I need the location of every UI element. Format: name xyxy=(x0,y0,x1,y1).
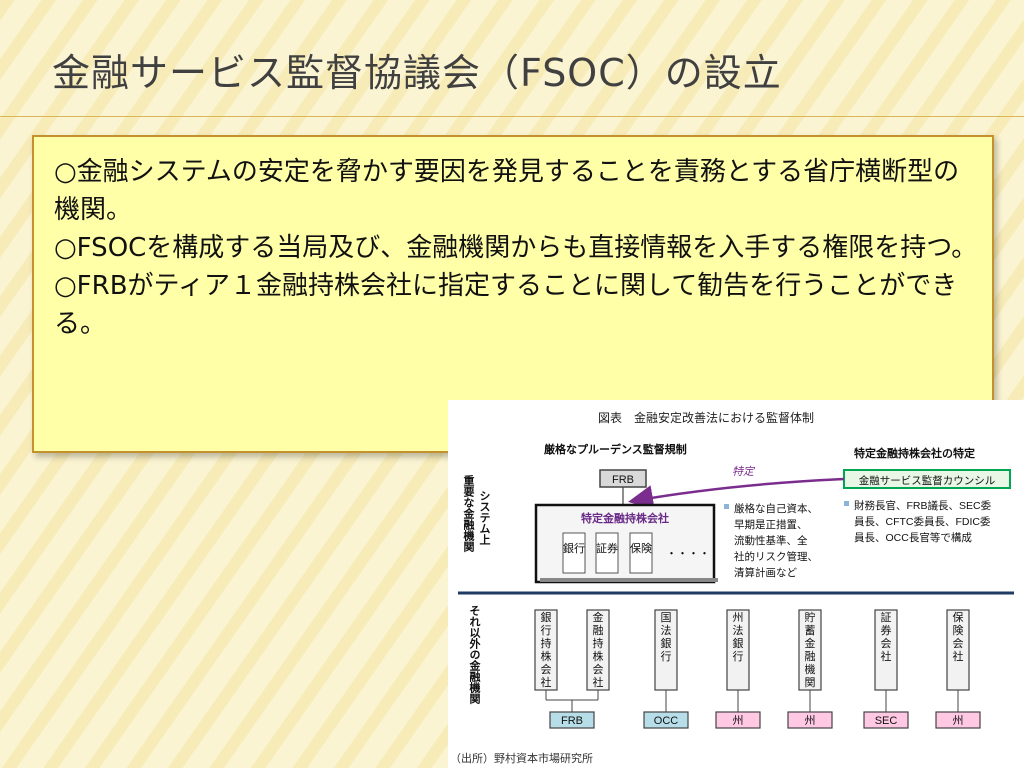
systemic-label-b: システム上 xyxy=(478,490,491,545)
institution-name: 証券会社 xyxy=(881,611,892,663)
systemic-label-a: 重要な金融機関 xyxy=(462,474,476,553)
designate-arrow xyxy=(628,477,845,510)
rules-bullet xyxy=(724,504,729,509)
institution-name: 国法銀行 xyxy=(661,611,672,663)
sifi-unit-securities: 証券 xyxy=(596,541,618,555)
specific-label: 特定金融持株会社の特定 xyxy=(854,446,975,460)
diagram-canvas: 図表 金融安定改善法における監督体制 厳格なプルーデンス監督規制 特定金融持株会… xyxy=(450,410,1014,765)
sifi-box-shadow xyxy=(540,578,718,582)
regulator-label: OCC xyxy=(654,715,679,727)
sifi-ellipsis: ・・・・ xyxy=(666,548,710,560)
supervision-diagram: 図表 金融安定改善法における監督体制 厳格なプルーデンス監督規制 特定金融持株会… xyxy=(448,400,1024,768)
regulator-label: 州 xyxy=(953,715,964,727)
members-text: 財務長官、FRB議長、SEC委 員長、CFTC委員長、FDIC委 員長、OCC長… xyxy=(854,499,994,544)
regulator-label: 州 xyxy=(733,715,744,727)
sifi-unit-bank: 銀行 xyxy=(563,541,585,555)
institution-name: 金融持株会社 xyxy=(593,610,604,689)
council-label: 金融サービス監督カウンシル xyxy=(859,474,996,487)
rules-text: 厳格な自己資本、 早期是正措置、 流動性基準、全 社的リスク管理、 清算計画など xyxy=(734,502,821,579)
title-underline xyxy=(0,116,1024,117)
institution-name: 保険会社 xyxy=(953,610,964,663)
sifi-label: 特定金融持株会社 xyxy=(581,511,669,525)
institution-name: 銀行持株会社 xyxy=(541,610,552,689)
figure-caption: 図表 金融安定改善法における監督体制 xyxy=(598,410,814,425)
other-institutions-label: それ以外の金融機関 xyxy=(468,605,482,705)
designate-label: 特定 xyxy=(732,465,756,478)
sifi-unit-insurance-box xyxy=(629,532,653,574)
regulator-label: FRB xyxy=(561,715,583,727)
prudential-label: 厳格なプルーデンス監督規制 xyxy=(544,442,687,456)
regulator-label: SEC xyxy=(875,715,898,727)
regulator-label: 州 xyxy=(805,715,816,727)
figure-source: （出所）野村資本市場研究所 xyxy=(450,751,593,765)
sifi-unit-bank-box xyxy=(562,532,586,574)
content-box: ○金融システムの安定を脅かす要因を発見することを責務とする省庁横断型の機関。 ○… xyxy=(32,135,994,453)
slide-title: 金融サービス監督協議会（FSOC）の設立 xyxy=(52,51,782,95)
members-bullet xyxy=(844,501,849,506)
sifi-unit-securities-box xyxy=(595,532,619,574)
sifi-unit-insurance: 保険 xyxy=(630,541,652,555)
bullet-list: ○金融システムの安定を脅かす要因を発見することを責務とする省庁横断型の機関。 ○… xyxy=(54,153,984,343)
bullet-item: ○FSOCを構成する当局及び、金融機関からも直接情報を入手する権限を持つ。 xyxy=(54,233,978,263)
bullet-item: ○FRBがティア１金融持株会社に指定することに関して勧告を行うことができる。 xyxy=(54,271,958,339)
institution-name: 貯蓄金融機関 xyxy=(805,611,816,689)
frb-top-label: FRB xyxy=(612,474,634,486)
institution-name: 州法銀行 xyxy=(733,612,744,663)
bullet-item: ○金融システムの安定を脅かす要因を発見することを責務とする省庁横断型の機関。 xyxy=(54,157,960,225)
